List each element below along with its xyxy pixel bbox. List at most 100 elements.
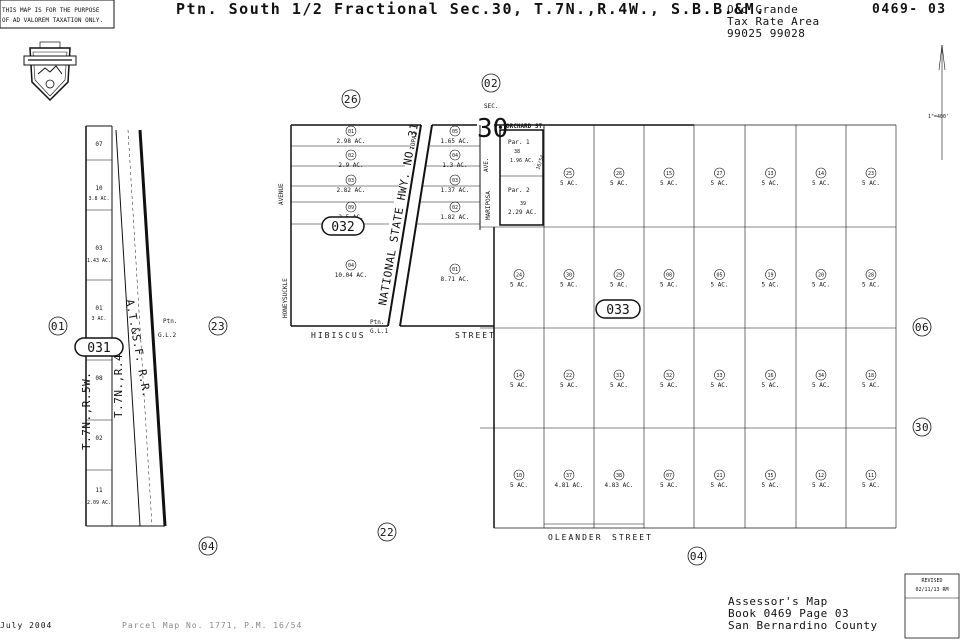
map-title: Ptn. South 1/2 Fractional Sec.30, T.7N.,… (176, 0, 766, 18)
svg-text:04: 04 (452, 153, 458, 159)
tax-rate-codes: 99025 99028 (727, 27, 805, 40)
grid-parcel: 325 AC. (660, 369, 678, 389)
disclaimer-line-1: THIS MAP IS FOR THE PURPOSE (2, 7, 100, 14)
tax-rate-area-label: Tax Rate Area (727, 15, 820, 28)
svg-text:26: 26 (616, 171, 622, 177)
grid-parcel: 255 AC. (560, 167, 578, 187)
grid-parcel: 145 AC. (510, 369, 528, 389)
grid-parcel: 145 AC. (812, 167, 830, 187)
svg-text:2.82 AC.: 2.82 AC. (337, 187, 366, 194)
svg-text:2.09 AC.: 2.09 AC. (87, 500, 111, 506)
svg-text:4.83 AC.: 4.83 AC. (605, 482, 634, 489)
par-block: Par. 1 Par. 2 38 1.96 AC. 16/54 39 2.29 … (499, 129, 546, 226)
svg-text:28: 28 (868, 273, 874, 279)
section-30-label: 30 (912, 417, 932, 437)
middle-parcel: 031.37 AC. (441, 174, 469, 194)
section-04-left-label: 04 (198, 536, 218, 556)
svg-text:1.96 AC.: 1.96 AC. (510, 158, 534, 164)
section-22-label: 22 (377, 522, 397, 542)
assessor-line-1: Assessor's Map (728, 595, 828, 608)
svg-text:5 AC.: 5 AC. (862, 382, 880, 389)
west-parcel: 022.9 AC. (338, 149, 364, 169)
svg-text:09: 09 (348, 205, 354, 211)
left-strip-parcels (85, 125, 167, 527)
grid-parcel: 275 AC. (710, 167, 729, 187)
section-04-right-label: 04 (687, 546, 707, 566)
sec-label: SEC. (484, 103, 498, 110)
svg-text:37: 37 (566, 473, 572, 479)
svg-text:11: 11 (868, 473, 874, 479)
grid-parcel: 10 5 AC. (510, 469, 528, 489)
grid-parcel: 215 AC. (710, 469, 729, 489)
svg-text:5 AC.: 5 AC. (560, 180, 578, 187)
middle-parcel: 018.71 AC. (441, 263, 469, 283)
svg-text:5 AC.: 5 AC. (812, 382, 830, 389)
grid-parcel: 335 AC. (710, 369, 729, 389)
section-01-label: 01 (48, 316, 68, 336)
svg-text:5 AC.: 5 AC. (710, 482, 728, 489)
grid-parcel: 345 AC. (812, 369, 830, 389)
middle-block (400, 124, 494, 327)
grid-parcel: 11 5 AC. (862, 469, 880, 489)
svg-text:5 AC.: 5 AC. (560, 382, 578, 389)
svg-text:REVISED: REVISED (921, 578, 942, 584)
svg-text:06: 06 (915, 321, 929, 334)
west-parcel: 03 2.82 AC. (337, 174, 366, 194)
svg-text:04: 04 (201, 540, 215, 553)
grid-parcel: 315 AC. (610, 369, 628, 389)
grid-parcel: 384.83 AC. (605, 469, 634, 489)
book-033-label: 033 (595, 299, 641, 319)
svg-text:1.82 AC.: 1.82 AC. (441, 214, 470, 221)
svg-text:35: 35 (767, 473, 773, 479)
ptn-gl1-label-a: Ptn. (370, 319, 384, 326)
svg-text:5 AC.: 5 AC. (862, 282, 880, 289)
svg-text:10: 10 (516, 473, 522, 479)
svg-text:01: 01 (452, 267, 458, 273)
svg-text:22: 22 (380, 526, 394, 539)
grid-parcel: 28 5 AC. (862, 269, 880, 289)
scale-label: 1"=400' (928, 114, 949, 120)
svg-text:5 AC.: 5 AC. (862, 482, 880, 489)
svg-text:07: 07 (666, 473, 672, 479)
svg-text:5 AC.: 5 AC. (660, 482, 678, 489)
svg-text:5 AC.: 5 AC. (710, 382, 728, 389)
svg-text:5 AC.: 5 AC. (812, 282, 830, 289)
ave-label: AVE. (483, 158, 490, 172)
svg-text:20: 20 (818, 273, 824, 279)
svg-text:5 AC.: 5 AC. (510, 482, 528, 489)
svg-text:03: 03 (348, 178, 354, 184)
svg-text:5 AC.: 5 AC. (610, 282, 628, 289)
left-strip-numbers: 07 10 3.8 AC. 03 1.43 AC. 01 3 AC. 08 02… (87, 141, 111, 506)
grid-parcel: 22 5 AC. (560, 369, 578, 389)
grid-parcel: 135 AC. (761, 167, 780, 187)
north-arrow-icon (938, 44, 946, 160)
topaz-label: TOPAZ (409, 131, 419, 150)
railroad-label: A.T.&S.F. R.R. (123, 298, 153, 398)
svg-text:2.29 AC.: 2.29 AC. (508, 209, 537, 216)
svg-text:5 AC.: 5 AC. (510, 282, 528, 289)
rs-label: 16/54 (535, 154, 546, 170)
street-label: STREET (455, 331, 496, 340)
svg-text:5 AC.: 5 AC. (560, 282, 578, 289)
svg-text:5 AC.: 5 AC. (761, 482, 779, 489)
svg-text:3 AC.: 3 AC. (91, 316, 106, 322)
par-2-label: Par. 2 (508, 187, 530, 194)
svg-text:08: 08 (666, 273, 672, 279)
svg-text:01: 01 (348, 129, 354, 135)
svg-text:16: 16 (767, 373, 773, 379)
grid-parcel: 305 AC. (560, 269, 578, 289)
svg-text:02: 02 (95, 435, 103, 442)
revised-box: REVISED 02/11/13 RM (904, 573, 960, 639)
sec-number: 30 (477, 114, 508, 144)
grid-parcel: 195 AC. (761, 269, 780, 289)
svg-text:03: 03 (452, 178, 458, 184)
middle-parcel: 021.82 AC. (441, 201, 470, 221)
svg-text:12: 12 (818, 473, 824, 479)
svg-text:03: 03 (95, 245, 103, 252)
svg-text:29: 29 (616, 273, 622, 279)
svg-text:5 AC.: 5 AC. (660, 180, 678, 187)
svg-text:18: 18 (868, 373, 874, 379)
svg-text:5 AC.: 5 AC. (761, 282, 779, 289)
svg-text:22: 22 (566, 373, 572, 379)
